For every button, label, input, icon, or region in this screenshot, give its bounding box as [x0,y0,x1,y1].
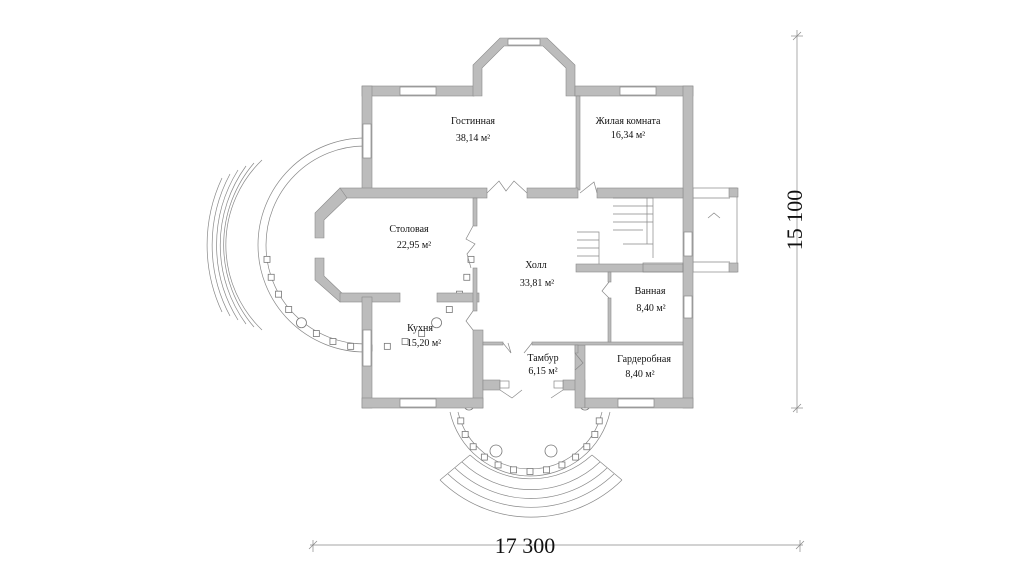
square-column [347,342,355,350]
doors-and-stairs [465,180,684,399]
square-column [494,461,502,469]
room-area-kitchen: 15,20 м² [407,338,441,349]
dimension-lines: 17 300 15 100 [308,30,807,558]
square-column [467,255,475,263]
square-column [463,273,471,281]
square-column [469,443,477,451]
square-column [526,468,534,475]
square-column [480,453,488,461]
room-name-bedroom: Жилая комната [596,116,661,127]
square-column [401,338,409,345]
square-column [595,417,603,425]
square-column [461,431,469,438]
square-column [457,417,465,425]
height-dimension: 15 100 [782,190,807,251]
room-labels: Гостинная 38,14 м² Жилая комната 16,34 м… [389,116,671,380]
square-column [591,431,599,438]
front-porch [439,399,623,518]
room-area-living: 38,14 м² [456,133,490,144]
square-column [583,443,591,451]
square-column [572,453,580,461]
square-column [558,461,566,469]
room-name-wardrobe: Гардеробная [617,354,671,365]
room-area-bathroom: 8,40 м² [636,303,665,314]
room-area-hall: 33,81 м² [520,278,554,289]
square-column [543,466,550,474]
room-area-dining: 22,95 м² [397,240,431,251]
front-porch-columns [457,417,603,475]
room-name-dining: Столовая [389,224,429,235]
square-column [445,306,453,313]
width-dimension: 17 300 [495,533,556,558]
left-terrace-steps [206,137,366,353]
square-column [285,306,293,313]
square-column [275,290,282,298]
room-area-vestibule: 6,15 м² [528,366,557,377]
room-name-kitchen: Кухня [407,323,433,334]
square-column [329,338,337,345]
room-area-wardrobe: 8,40 м² [625,369,654,380]
windows [362,38,693,408]
room-name-vestibule: Тамбур [527,353,558,364]
room-name-living: Гостинная [451,116,495,127]
square-column [383,342,391,350]
square-column [510,466,517,474]
square-column [263,255,271,263]
round-column [296,317,307,329]
square-column [418,330,426,337]
square-column [312,330,320,337]
room-name-hall: Холл [525,260,546,271]
room-name-bathroom: Ванная [635,286,666,297]
round-column [431,317,442,329]
square-column [267,273,275,281]
room-area-bedroom: 16,34 м² [611,130,645,141]
right-porch [692,187,739,273]
